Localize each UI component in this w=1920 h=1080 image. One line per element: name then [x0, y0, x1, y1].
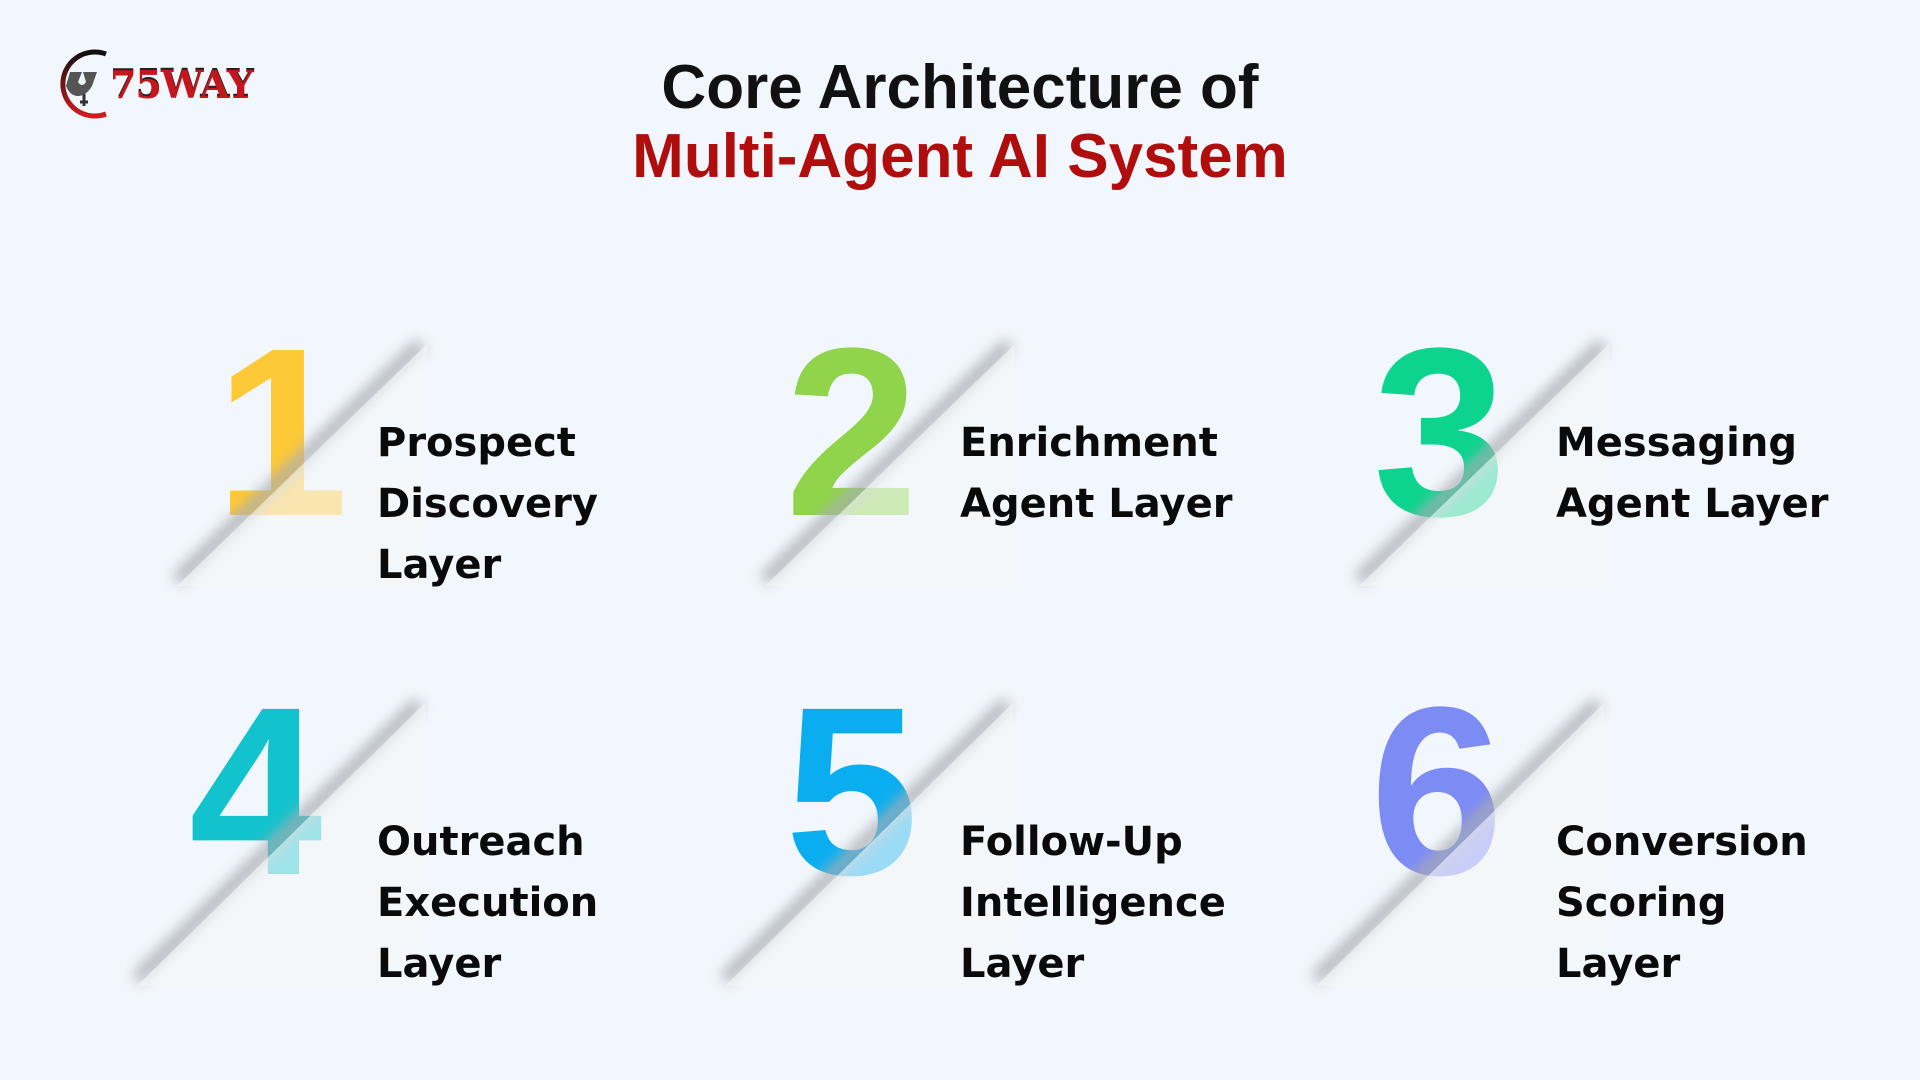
logo-text: 75WAY — [110, 62, 254, 107]
card-fold-shape — [720, 698, 1013, 986]
card-fold-shape — [1354, 339, 1609, 586]
layer-label: Outreach Execution Layer — [377, 812, 598, 995]
label-line: Layer — [377, 542, 502, 588]
layer-label: Prospect Discovery Layer — [377, 413, 598, 596]
label-line: Conversion — [1556, 819, 1808, 865]
layer-label: Conversion Scoring Layer — [1556, 812, 1808, 995]
page-title-line1: Core Architecture of — [661, 53, 1259, 122]
label-line: Messaging — [1556, 420, 1797, 466]
label-line: Enrichment — [960, 420, 1218, 466]
label-line: Agent Layer — [960, 481, 1233, 527]
layer-label: Messaging Agent Layer — [1556, 413, 1828, 535]
label-line: Intelligence — [960, 880, 1226, 926]
card-fold-shape — [760, 339, 1015, 586]
card-fold-shape — [132, 698, 425, 986]
card-fold-shape — [1311, 698, 1604, 986]
logo: 75WAY — [48, 48, 258, 120]
label-line: Outreach — [377, 819, 585, 865]
layer-label: Enrichment Agent Layer — [960, 413, 1232, 535]
card-fold-shape — [172, 339, 427, 586]
logo-emblem-icon — [60, 49, 107, 119]
label-line: Layer — [1556, 941, 1681, 987]
label-line: Execution — [377, 880, 599, 926]
label-line: Layer — [960, 941, 1085, 987]
label-line: Prospect — [377, 420, 576, 466]
label-line: Follow-Up — [960, 819, 1183, 865]
layer-label: Follow-Up Intelligence Layer — [960, 812, 1226, 995]
label-line: Discovery — [377, 481, 598, 527]
page-title-line2: Multi-Agent AI System — [632, 122, 1288, 191]
label-line: Scoring — [1556, 880, 1727, 926]
label-line: Agent Layer — [1556, 481, 1829, 527]
label-line: Layer — [377, 941, 502, 987]
